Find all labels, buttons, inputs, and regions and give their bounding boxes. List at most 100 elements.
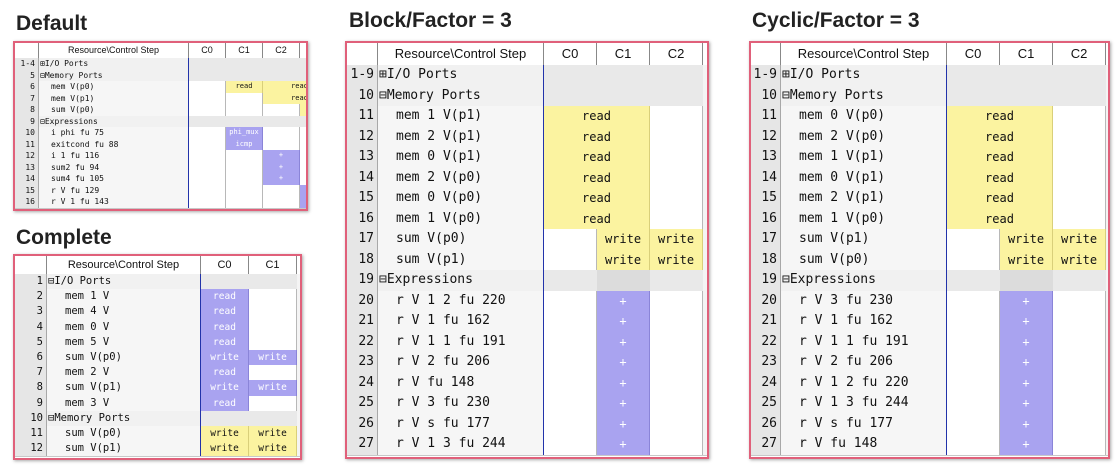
schedule-cell-add-op[interactable]: + [1000,311,1053,332]
control-step-header-c2[interactable]: C2 [1053,43,1106,65]
group-row[interactable]: 1-9⊞I/O Ports [347,65,707,87]
schedule-cell-add-op[interactable]: + [263,173,300,185]
control-step-header-c1[interactable]: C1 [226,43,263,58]
group-toggle-label[interactable]: ⊟Memory Ports [781,85,947,106]
group-row[interactable]: 19⊟Expressions [347,270,707,292]
schedule-cell-blank[interactable] [597,270,650,291]
schedule-cell-blank[interactable] [1000,270,1053,291]
schedule-cell-read[interactable]: read [201,395,249,411]
schedule-cell-write[interactable]: write [300,104,306,116]
schedule-cell-add-op[interactable]: + [597,290,650,311]
schedule-cell-read[interactable]: read [947,126,1053,147]
schedule-cell-add-op[interactable]: + [1000,393,1053,414]
schedule-cell-add-op[interactable]: + [597,372,650,393]
schedule-cell-add-op[interactable]: + [1000,352,1053,373]
schedule-cell-add-op[interactable]: + [597,434,650,455]
group-row[interactable]: 19⊟Expressions [751,270,1108,292]
schedule-cell-read[interactable]: read [544,208,650,229]
schedule-cell-read[interactable]: read [201,304,249,320]
schedule-cell-add-op[interactable]: + [1000,372,1053,393]
schedule-cell-read[interactable]: read [201,365,249,381]
group-toggle-label[interactable]: ⊞I/O Ports [781,65,947,86]
schedule-cell-add-op[interactable]: + [1000,434,1053,455]
schedule-cell-add-op[interactable]: + [597,311,650,332]
schedule-cell-read[interactable]: read [226,81,263,93]
group-toggle-label[interactable]: ⊟I/O Ports [47,274,201,290]
group-toggle-label[interactable]: ⊞I/O Ports [378,65,544,86]
control-step-header-c0[interactable]: C0 [544,43,597,65]
group-toggle-label[interactable]: ⊟Memory Ports [378,85,544,106]
schedule-cell-add-op[interactable]: + [263,150,300,162]
schedule-cell-write[interactable]: write [1053,249,1106,270]
schedule-cell-write[interactable]: write [1000,249,1053,270]
group-toggle-label[interactable]: ⊟Memory Ports [39,69,189,81]
resource-control-step-header[interactable]: Resource\Control Step [378,43,544,65]
schedule-cell-write[interactable]: write [249,426,297,442]
schedule-cell-read[interactable]: read [263,92,306,104]
schedule-cell-read[interactable]: read [947,147,1053,168]
resource-control-step-header[interactable]: Resource\Control Step [781,43,947,65]
schedule-cell-write[interactable]: write [1000,229,1053,250]
group-toggle-label[interactable]: ⊟Expressions [378,270,544,291]
schedule-cell-read[interactable]: read [947,106,1053,127]
schedule-cell-write[interactable]: write [201,380,249,396]
schedule-cell-write[interactable]: write [249,380,297,396]
group-row[interactable]: 1⊟I/O Ports [15,274,300,291]
control-step-header-c1[interactable]: C1 [249,256,297,274]
schedule-cell-write[interactable]: write [249,350,297,366]
schedule-cell-write[interactable]: write [201,426,249,442]
schedule-cell-add-op[interactable]: + [597,331,650,352]
resource-control-step-header[interactable]: Resource\Control Step [39,43,189,58]
schedule-cell-read[interactable]: read [263,81,306,93]
group-toggle-label[interactable]: ⊟Expressions [781,270,947,291]
table-row[interactable]: 15r V fu 129+ [15,184,306,197]
schedule-cell-read[interactable]: read [544,106,650,127]
group-row[interactable]: 10⊟Memory Ports [347,85,707,107]
schedule-cell-read[interactable]: read [544,126,650,147]
schedule-cell-add-op[interactable]: + [300,196,306,208]
schedule-cell-add-op[interactable]: + [597,352,650,373]
schedule-cell-read[interactable]: read [201,334,249,350]
schedule-cell-write[interactable]: write [201,441,249,457]
group-toggle-label[interactable]: ⊟Expressions [39,115,189,127]
group-toggle-label[interactable]: ⊞I/O Ports [39,58,189,70]
group-row[interactable]: 1-9⊞I/O Ports [751,65,1108,87]
resource-control-step-header[interactable]: Resource\Control Step [47,256,201,274]
schedule-cell-write[interactable]: write [1053,229,1106,250]
schedule-cell-read[interactable]: read [947,188,1053,209]
schedule-cell-read[interactable]: read [947,208,1053,229]
schedule-cell-read[interactable]: read [947,167,1053,188]
control-step-header-c2[interactable]: C2 [650,43,703,65]
schedule-cell-add-op[interactable]: + [263,161,300,173]
